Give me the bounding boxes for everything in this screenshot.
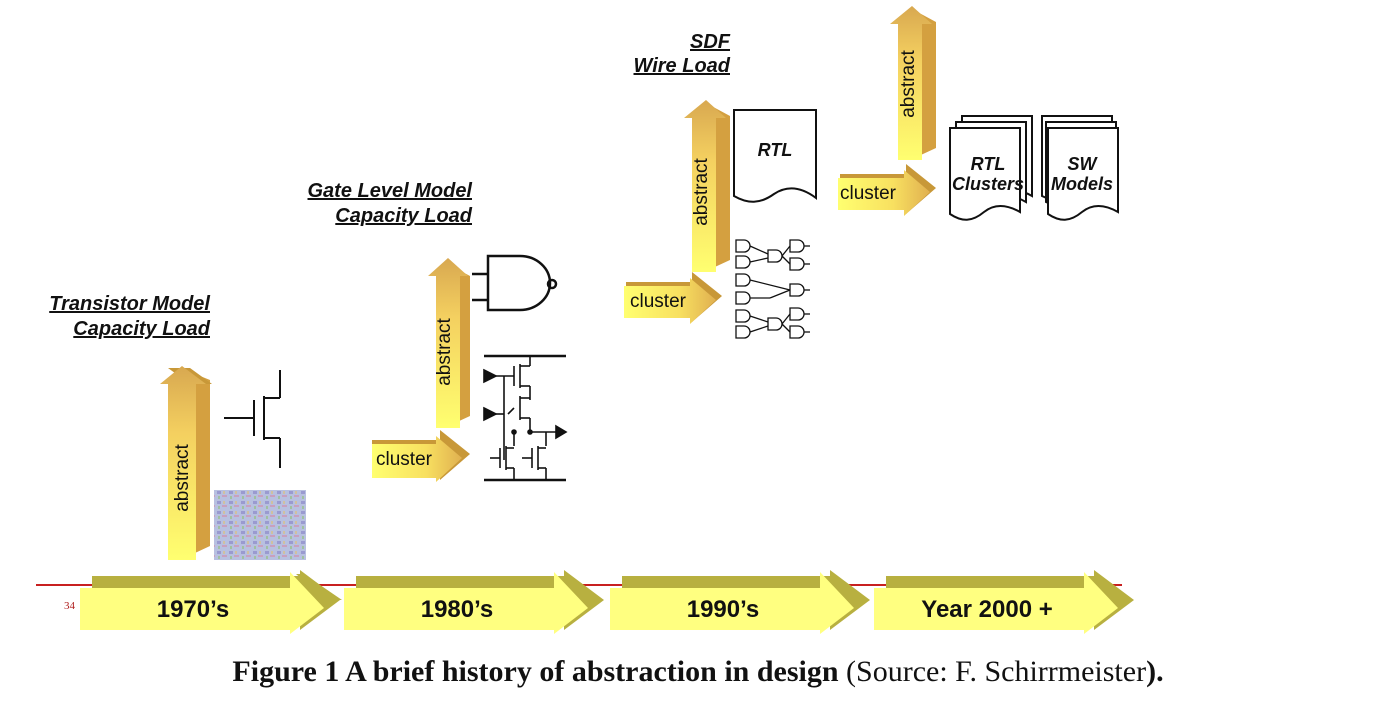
caption-title: Figure 1 A brief history of abstraction …	[232, 655, 839, 688]
heading-gate-line1: Gate Level Model	[308, 180, 473, 202]
era-label-2000: Year 2000 +	[921, 596, 1052, 623]
rtl-clusters-line1: RTL	[971, 154, 1006, 174]
abstract-arrow-2: abstract	[428, 258, 470, 428]
gate-network-symbol	[735, 239, 810, 339]
abstract-arrow-4: abstract	[890, 6, 936, 160]
heading-transistor-line1: Transistor Model	[49, 293, 210, 315]
cluster-label-3: cluster	[630, 291, 687, 312]
abstract-arrow-1: abstract	[160, 366, 212, 560]
abstract-label-3: abstract	[691, 157, 712, 225]
era-arrow-2000: Year 2000 +	[874, 570, 1134, 634]
heading-sdf-line2: Wire Load	[634, 55, 731, 77]
era-arrow-1980s: 1980’s	[344, 570, 604, 634]
cluster-arrow-4: cluster	[838, 164, 936, 216]
rtl-clusters-document-stack: RTL Clusters	[949, 115, 1033, 221]
cmos-circuit-symbol	[483, 354, 568, 482]
cluster-label-2: cluster	[376, 449, 433, 470]
abstract-arrow-3: abstract	[684, 100, 730, 272]
caption-source: Source: F. Schirrmeister	[856, 655, 1147, 688]
figure-caption: Figure 1 A brief history of abstraction …	[0, 655, 1396, 689]
era-label-1970s: 1970’s	[157, 596, 230, 623]
nand-gate-symbol	[472, 254, 558, 312]
caption-open: (	[838, 655, 857, 688]
heading-transistor-line2: Capacity Load	[73, 318, 210, 340]
rtl-label: RTL	[758, 140, 793, 160]
caption-close: ).	[1146, 655, 1164, 688]
transistor-symbol	[224, 370, 281, 468]
heading-sdf-line1: SDF	[690, 31, 731, 53]
cluster-label-4: cluster	[840, 183, 897, 204]
heading-gate-line2: Capacity Load	[335, 205, 472, 227]
cluster-arrow-2: cluster	[372, 430, 470, 482]
layout-chip-image	[214, 490, 306, 560]
page-number: 34	[64, 600, 76, 612]
abstract-label-4: abstract	[898, 49, 919, 117]
era-label-1980s: 1980’s	[421, 596, 494, 623]
rtl-clusters-line2: Clusters	[952, 174, 1024, 194]
era-label-1990s: 1990’s	[687, 596, 760, 623]
sw-models-line2: Models	[1051, 174, 1113, 194]
era-arrow-1970s: 1970’s	[80, 570, 342, 634]
sw-models-document-stack: SW Models	[1041, 115, 1119, 221]
era-arrow-1990s: 1990’s	[610, 570, 870, 634]
cluster-arrow-3: cluster	[624, 272, 722, 324]
abstract-label-1: abstract	[172, 443, 193, 511]
sw-models-line1: SW	[1068, 154, 1099, 174]
abstract-label-2: abstract	[434, 317, 455, 385]
rtl-document: RTL	[733, 109, 817, 203]
